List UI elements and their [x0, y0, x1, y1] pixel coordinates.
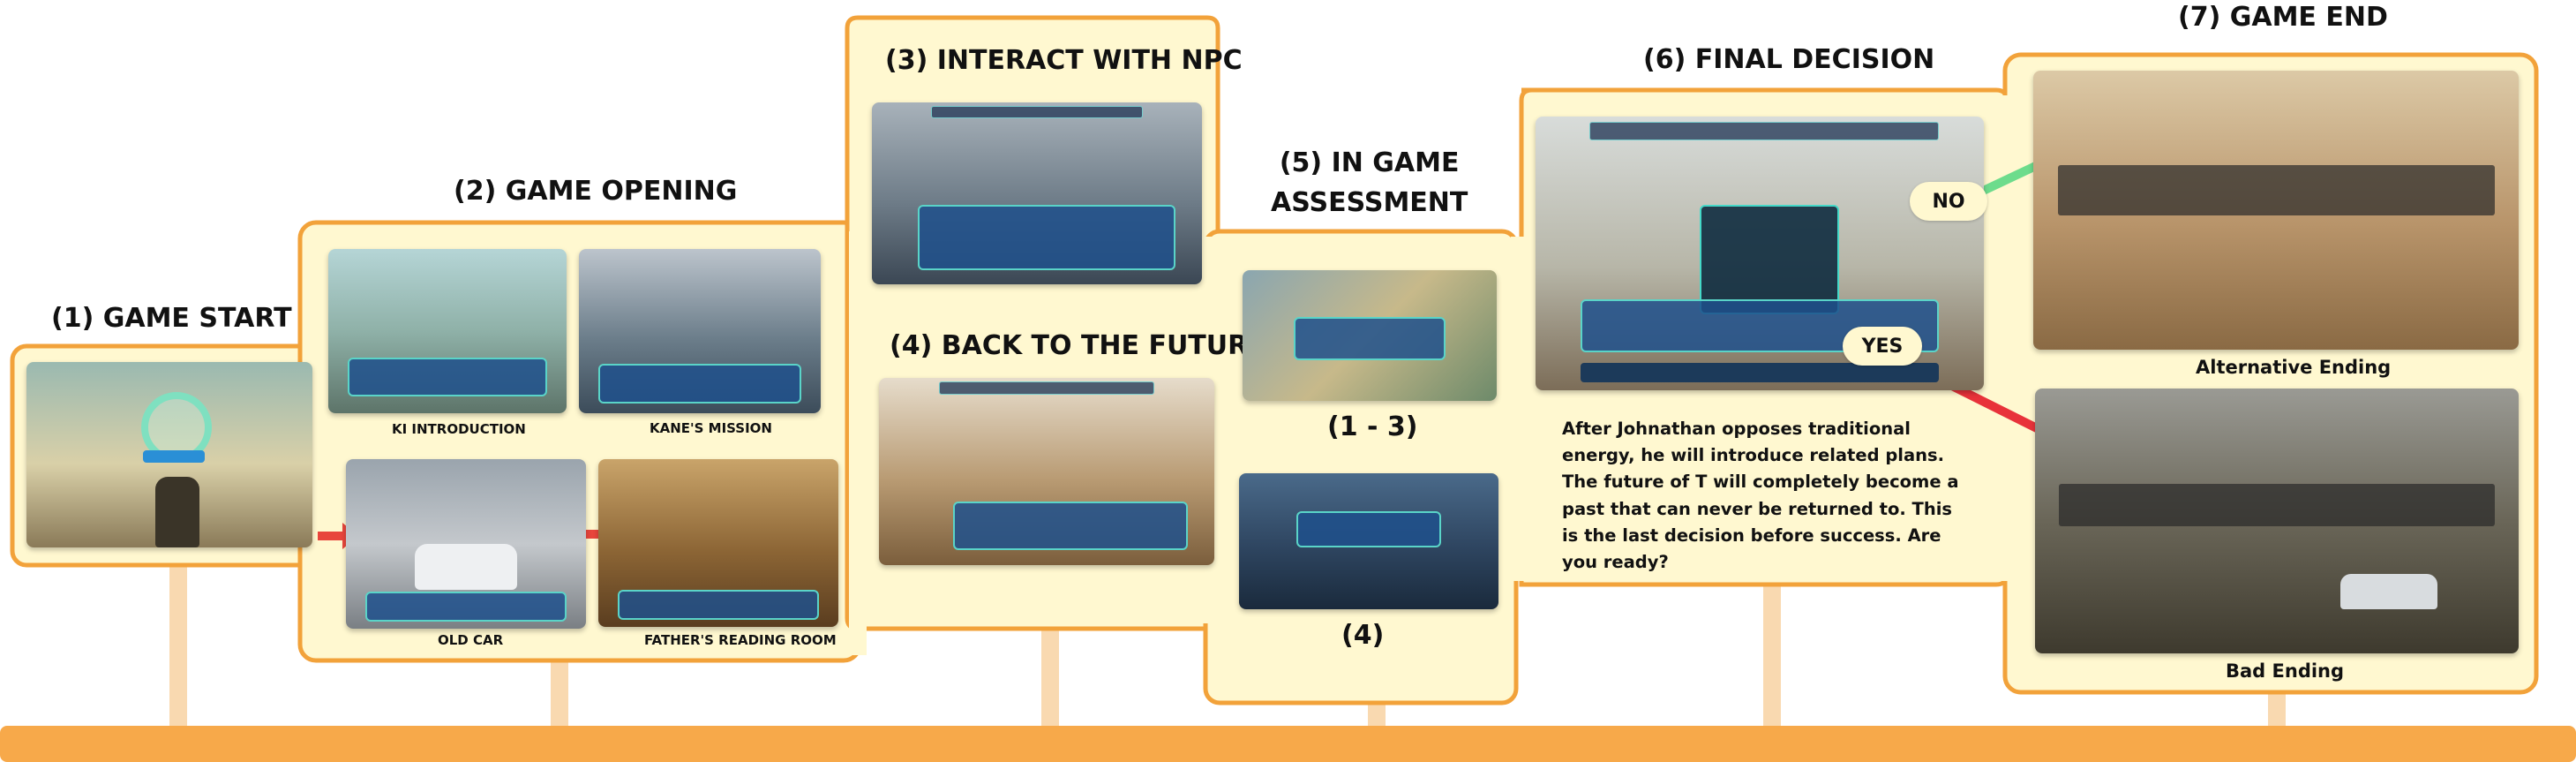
post-5 — [1368, 698, 1386, 733]
post-6 — [1763, 565, 1781, 733]
assessment-1-3-screenshot — [1243, 270, 1497, 401]
arrow-car-to-room — [582, 530, 607, 539]
reading-room-screenshot — [598, 459, 838, 627]
reading-room-caption: FATHER'S READING ROOM — [644, 632, 837, 648]
chat-input — [1580, 363, 1940, 382]
decision-dialog — [1700, 205, 1839, 314]
stage-6-title: (6) FINAL DECISION — [1643, 44, 1935, 75]
stage-2-title: (2) GAME OPENING — [454, 176, 738, 207]
old-car-caption: OLD CAR — [438, 632, 504, 648]
assessment-1-3-caption: (1 - 3) — [1327, 411, 1418, 442]
stage-1-title: (1) GAME START — [51, 303, 292, 334]
alternative-ending-screenshot — [2033, 71, 2519, 350]
bad-ending-caption: Bad Ending — [2226, 660, 2345, 682]
kanes-mission-screenshot — [579, 249, 821, 413]
game-start-screenshot — [26, 362, 312, 547]
father-son-silhouette — [155, 477, 199, 547]
post-3 — [1041, 609, 1059, 733]
ki-introduction-screenshot — [328, 249, 567, 413]
stage-7-title: (7) GAME END — [2178, 2, 2388, 33]
yes-option: YES — [1843, 327, 1922, 366]
start-button — [143, 450, 205, 463]
kanes-mission-caption: KANE'S MISSION — [650, 420, 772, 436]
arrow-start-to-car — [318, 532, 344, 540]
back-to-future-screenshot — [879, 378, 1214, 565]
assessment-4-screenshot — [1239, 473, 1498, 609]
stage-5-title: (5) IN GAME ASSESSMENT — [1271, 147, 1468, 218]
post-1 — [169, 565, 187, 733]
stage-3-title: (3) INTERACT WITH NPC — [885, 45, 1243, 76]
decision-description: After Johnathan opposes traditional ener… — [1562, 419, 1959, 573]
car-shape — [415, 544, 517, 590]
timeline-bar — [0, 726, 2576, 762]
stage-4-title: (4) BACK TO THE FUTURE — [890, 330, 1266, 361]
bad-ending-screenshot — [2035, 389, 2519, 653]
post-7 — [2268, 689, 2286, 733]
alternative-ending-caption: Alternative Ending — [2196, 357, 2392, 378]
ending-car — [2340, 574, 2437, 609]
assessment-4-caption: (4) — [1341, 620, 1385, 651]
old-car-screenshot — [346, 459, 586, 629]
npc-interaction-screenshot — [872, 102, 1202, 284]
no-option: NO — [1910, 182, 1987, 221]
timeline-posts — [169, 565, 2286, 733]
ki-introduction-caption: KI INTRODUCTION — [392, 421, 526, 437]
post-2 — [551, 653, 568, 733]
